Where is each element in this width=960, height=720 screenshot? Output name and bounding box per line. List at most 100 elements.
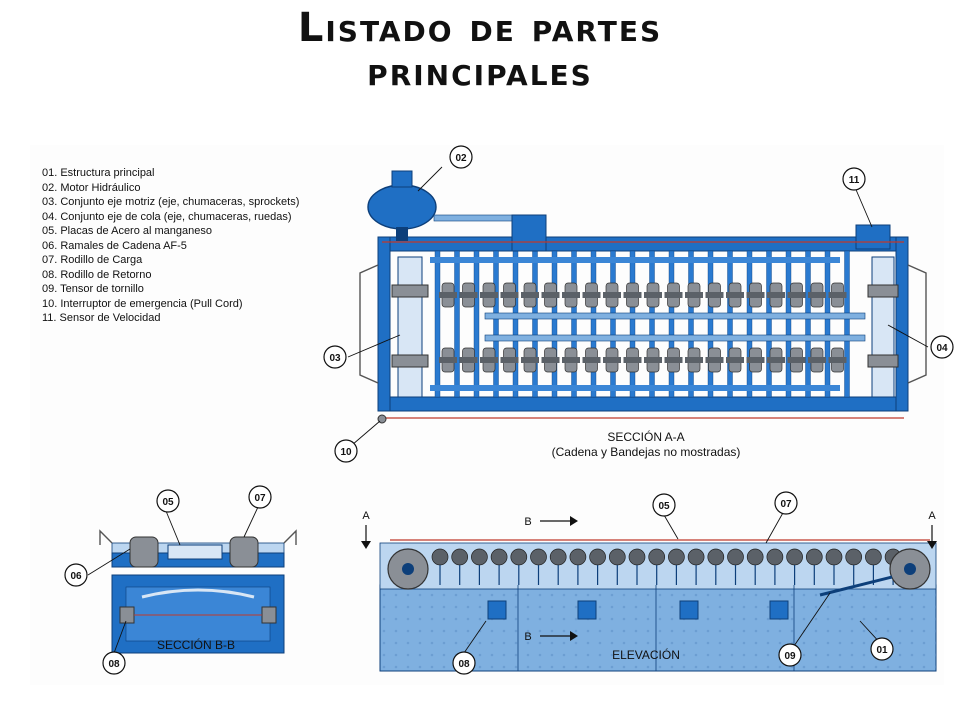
- callout-02: 02: [449, 145, 473, 169]
- svg-text:07: 07: [254, 493, 266, 504]
- aa-frame-bottom: [377, 396, 909, 412]
- aa-cross-member: [707, 250, 714, 398]
- aa-cross-members: [434, 250, 850, 398]
- aa-roller-axle: [828, 357, 847, 363]
- el-load-roller: [707, 548, 725, 566]
- parts-list-item: 04. Conjunto eje de cola (eje, chumacera…: [42, 210, 292, 223]
- aa-cross-member: [805, 250, 811, 398]
- aa-tail-wheel-2: [867, 354, 899, 368]
- aa-roller-axle: [664, 292, 683, 298]
- aa-roller-axle: [562, 292, 580, 298]
- el-load-roller: [549, 548, 567, 566]
- svg-text:05: 05: [162, 497, 174, 508]
- svg-text:08: 08: [458, 659, 470, 670]
- bb-tray-lip-right: [283, 529, 297, 545]
- el-load-roller: [845, 548, 863, 566]
- el-load-roller: [648, 548, 666, 566]
- aa-cross-member: [649, 250, 655, 398]
- el-return-roller-boxes: [487, 600, 789, 620]
- el-load-roller: [608, 548, 626, 566]
- aa-roller-axle: [685, 357, 703, 363]
- aa-cross-member: [434, 250, 441, 398]
- aa-cross-member: [493, 250, 499, 398]
- conveyor-drawing: 02 11 03 04 10 05 07 06 08 05 07 08 09 0…: [30, 145, 954, 685]
- aa-roller-axle: [459, 292, 478, 298]
- aa-roller-axle: [705, 357, 724, 363]
- callouts: 02 11 03 04 10 05 07 06 08 05 07 08 09 0…: [64, 145, 954, 675]
- section-bb-view: [99, 529, 297, 654]
- el-tensor-screw: [819, 575, 893, 597]
- elevation-label: ELEVACIÓN: [612, 647, 680, 662]
- aa-roller-axle: [808, 357, 826, 363]
- aa-roller-axle: [726, 357, 744, 363]
- aa-beam-center-2: [484, 334, 866, 342]
- bb-roller-right: [229, 536, 259, 568]
- callout-04: 04: [930, 335, 954, 359]
- aa-roller-axle: [644, 292, 662, 298]
- callout-el-05: 05: [652, 493, 676, 517]
- svg-text:02: 02: [455, 153, 467, 164]
- aa-motor-cap: [391, 170, 413, 188]
- aa-cross-member: [551, 250, 558, 398]
- parts-list-item: 10. Interruptor de emergencia (Pull Cord…: [42, 297, 243, 310]
- aa-roller-axle: [480, 357, 498, 363]
- bb-roller-left: [129, 536, 159, 568]
- el-load-roller: [687, 548, 705, 566]
- arrow-a-right-label: A: [928, 510, 936, 522]
- aa-roller-row-bottom: [439, 347, 847, 373]
- aa-roller-axle: [787, 292, 806, 298]
- el-arrow-b-bottom-head: [570, 631, 578, 641]
- el-load-roller: [589, 548, 606, 566]
- svg-text:01: 01: [876, 645, 888, 656]
- parts-list-item: 01. Estructura principal: [42, 167, 155, 179]
- el-load-roller: [668, 548, 685, 566]
- svg-text:05: 05: [658, 501, 670, 512]
- el-arrow-a-right-head: [927, 541, 937, 549]
- el-load-roller: [471, 548, 488, 566]
- aa-roller-axle: [582, 357, 601, 363]
- title-line-2: principales: [367, 49, 593, 95]
- bb-return-roller-right: [261, 606, 277, 624]
- aa-roller-axle: [623, 292, 642, 298]
- aa-cross-member: [454, 250, 460, 398]
- parts-list-item: 07. Rodillo de Carga: [42, 254, 143, 266]
- callout-11: 11: [842, 167, 866, 191]
- aa-cross-member: [746, 250, 753, 398]
- el-load-roller: [569, 548, 587, 566]
- el-roller-row: [431, 548, 902, 585]
- el-return-roller-box: [577, 600, 597, 620]
- aa-cross-member: [824, 250, 831, 398]
- parts-list-item: 09. Tensor de tornillo: [42, 283, 144, 295]
- aa-cross-member: [590, 250, 597, 398]
- parts-list-item: 05. Placas de Acero al manganeso: [42, 225, 213, 237]
- aa-roller-axle: [828, 292, 847, 298]
- callout-bb-06: 06: [64, 563, 88, 587]
- aa-roller-axle: [500, 292, 519, 298]
- aa-roller-axle: [644, 357, 662, 363]
- aa-beam-2: [430, 385, 840, 391]
- aa-roller-axle: [685, 292, 703, 298]
- aa-cross-member: [727, 250, 733, 398]
- svg-text:08: 08: [108, 659, 120, 670]
- bb-return-tray: [141, 588, 255, 599]
- parts-list-item: 02. Motor Hidráulico: [42, 181, 141, 194]
- aa-roller-axle: [664, 357, 683, 363]
- aa-roller-axle: [582, 292, 601, 298]
- callout-10: 10: [334, 439, 358, 463]
- callout-el-01: 01: [870, 637, 894, 661]
- aa-motor-shaft: [396, 227, 408, 241]
- callout-el-07: 07: [774, 491, 798, 515]
- aa-roller-axle: [541, 292, 560, 298]
- page-title: Listado de partes principales: [0, 6, 960, 94]
- aa-cross-member: [785, 250, 792, 398]
- aa-frame-top: [377, 236, 909, 252]
- callout-el-08: 08: [452, 651, 476, 675]
- aa-cross-member: [629, 250, 636, 398]
- aa-roller-axle: [603, 292, 621, 298]
- aa-frame-left: [377, 236, 391, 412]
- aa-beam-center: [484, 312, 866, 320]
- svg-text:04: 04: [936, 343, 948, 354]
- aa-roller-axle: [562, 357, 580, 363]
- svg-text:06: 06: [70, 571, 82, 582]
- aa-cross-member: [473, 250, 480, 398]
